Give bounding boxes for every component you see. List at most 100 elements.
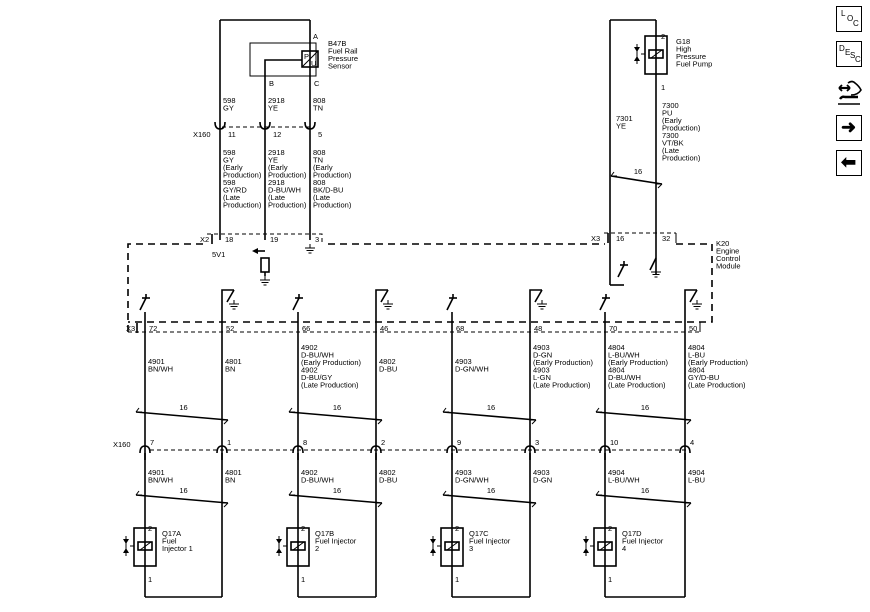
- wire-label: (Early Production): [688, 358, 749, 367]
- previous-page-button[interactable]: ⬅: [836, 150, 862, 176]
- injector-pin-2: 2: [455, 524, 459, 533]
- wire-label: 4801: [225, 468, 242, 477]
- wire-label: BK/D-BU: [313, 186, 343, 195]
- wire-2918: [264, 59, 302, 240]
- loc-letter-o: O: [847, 14, 854, 23]
- injector-q17a-coil: [137, 541, 153, 551]
- x160-top-pin-num: 12: [273, 130, 281, 139]
- ref-arrowhead: [252, 248, 258, 254]
- x3-inj-pin-num: 72: [149, 324, 157, 333]
- wire-label: PU: [662, 109, 672, 118]
- g18-solenoid-box: [644, 35, 668, 75]
- wire-label: D-BU: [379, 365, 397, 374]
- wire-label: L-BU/WH: [608, 351, 640, 360]
- wire-label: Production): [223, 171, 262, 180]
- x3-pin-num: 16: [616, 234, 624, 243]
- desc-letter-s: S: [850, 51, 856, 60]
- x160-inj-pin-num: 7: [150, 438, 154, 447]
- lower-twist: [686, 502, 692, 508]
- high-side-driver: [292, 297, 300, 311]
- connector-end-view-button[interactable]: [836, 79, 864, 107]
- description-button[interactable]: D E S C: [836, 41, 862, 67]
- x3-inj-pin-num: 52: [226, 324, 234, 333]
- wire-label: L-BU: [688, 351, 705, 360]
- wire-label: 4903: [455, 357, 472, 366]
- x160-inj-pin: [370, 445, 382, 454]
- lower-twist: [135, 494, 229, 504]
- x160-inj-pin-num: 2: [381, 438, 385, 447]
- wire-label: Production): [313, 201, 352, 210]
- injector-return: [375, 289, 388, 597]
- wire-label: 808: [313, 178, 326, 187]
- x160-inj-pin-num: 4: [690, 438, 694, 447]
- x160-inj-pin: [216, 445, 228, 454]
- injector-label: Q17C: [469, 529, 489, 538]
- wire-label: 4901: [148, 468, 165, 477]
- lower-twist: [288, 490, 293, 496]
- wire-label: 808: [313, 96, 326, 105]
- upper-twist: [442, 407, 447, 413]
- injector-q17b-box: [286, 527, 310, 567]
- upper-twist-label: 16: [487, 403, 495, 412]
- wire-label: D-BU/WH: [301, 351, 334, 360]
- upper-twist: [686, 419, 692, 425]
- x160-inj-pin: [446, 445, 458, 454]
- left-arrow-icon: ⬅: [841, 152, 857, 172]
- wire-label: 4903: [533, 343, 550, 352]
- wire-label: BN: [225, 365, 235, 374]
- x3-inj-pin-num: 68: [456, 324, 464, 333]
- next-page-button[interactable]: ➜: [836, 115, 862, 141]
- x3-inj-pin-num: 70: [609, 324, 617, 333]
- wire-label: 4904: [608, 468, 625, 477]
- wire-label: BN/WH: [148, 365, 173, 374]
- wire-label: D-GN: [533, 351, 552, 360]
- wire-label: (Early: [268, 163, 288, 172]
- injector-label: Fuel Injector: [469, 537, 511, 546]
- lower-twist: [595, 490, 600, 496]
- x160-inj-pin: [292, 445, 304, 454]
- wire-label: (Early Production): [301, 358, 362, 367]
- x160-inj-pin-num: 1: [227, 438, 231, 447]
- x160-inj-pin: [524, 445, 536, 454]
- pump-low-side-switch: [649, 257, 657, 271]
- wire-label: VT/BK: [662, 139, 684, 148]
- wire-label: 2918: [268, 148, 285, 157]
- wire-label: TN: [313, 104, 323, 113]
- injector-label: 4: [622, 544, 626, 553]
- x160-inj-pin: [679, 445, 691, 454]
- component-locator-button[interactable]: L O C: [836, 6, 862, 32]
- b47b-label: Sensor: [328, 62, 352, 71]
- b47b-element: [301, 50, 319, 68]
- wire-label: (Late: [223, 193, 240, 202]
- x160-top-pin: [214, 121, 226, 130]
- lower-twist: [442, 494, 537, 504]
- wire-label: GY: [223, 156, 234, 165]
- wire-label: D-BU/WH: [608, 373, 641, 382]
- wire-label: 4804: [688, 343, 705, 352]
- injector-label: 2: [315, 544, 319, 553]
- x160-top-pin-num: 11: [228, 130, 236, 139]
- injector-label: 3: [469, 544, 473, 553]
- k20-label: Module: [716, 262, 741, 271]
- lower-twist: [377, 502, 383, 508]
- wire-label: L-BU/WH: [608, 476, 640, 485]
- wire-label: 4902: [301, 366, 318, 375]
- upper-twist: [135, 411, 229, 421]
- injector-return: [221, 289, 234, 597]
- upper-twist-label: 16: [333, 403, 341, 412]
- b47b-label: Fuel Rail: [328, 47, 358, 56]
- x3-inj-pin-num: 48: [534, 324, 542, 333]
- upper-twist: [531, 419, 537, 425]
- k20-boundary: [127, 243, 205, 332]
- wire-label: TN: [313, 156, 323, 165]
- g18-solenoid-coil: [650, 49, 663, 59]
- injector-q17c-coil: [444, 541, 460, 551]
- wire-label: 4901: [148, 357, 165, 366]
- b47b-element: [301, 50, 319, 68]
- wire-label: D-BU/WH: [268, 186, 301, 195]
- injector-label: Q17A: [162, 529, 181, 538]
- injector-q17b-arrowhead: [276, 539, 282, 544]
- wire-label: 4903: [533, 366, 550, 375]
